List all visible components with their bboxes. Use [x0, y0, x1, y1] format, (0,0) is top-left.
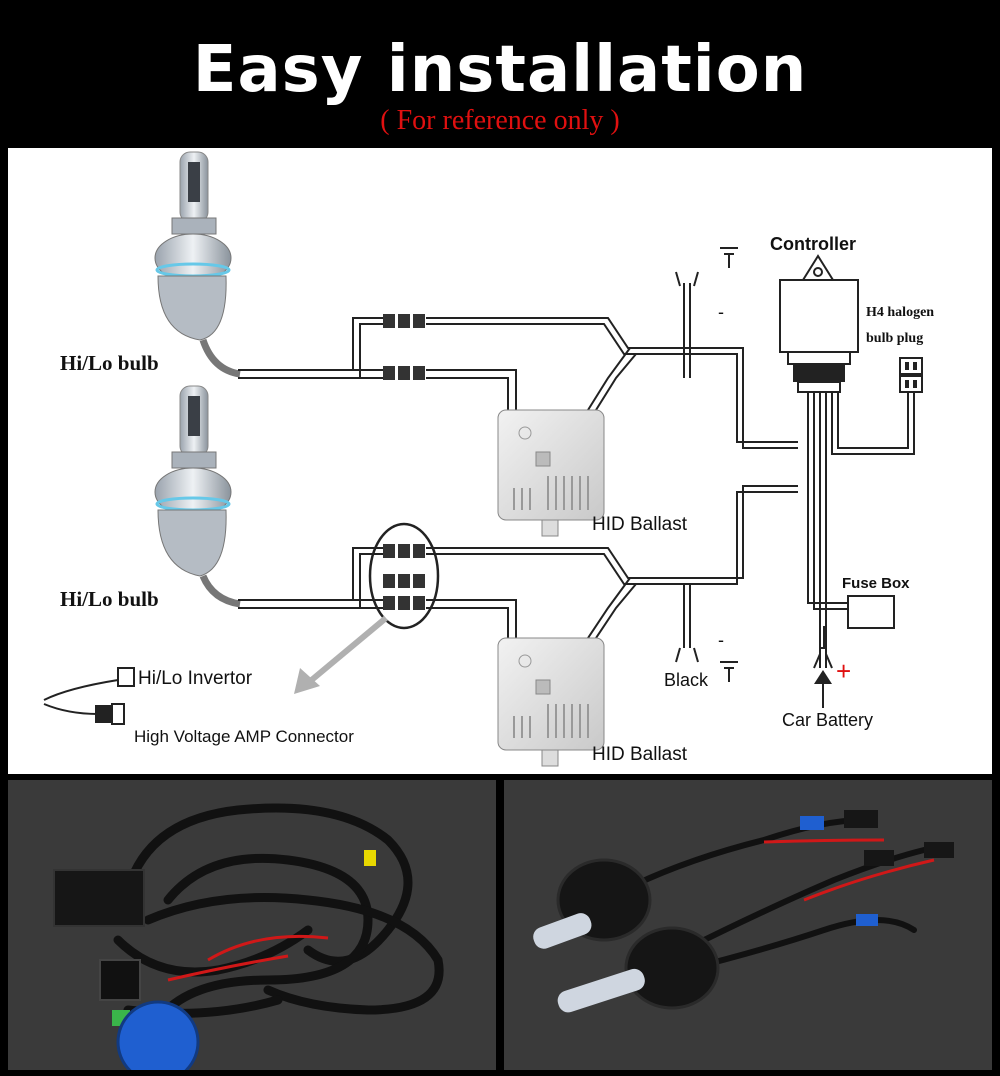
ring-terminal-top-icon — [675, 271, 699, 287]
invertor-harness-icon — [43, 667, 135, 725]
fuse-box-icon — [847, 595, 895, 629]
invertor-highlight-ellipse — [368, 522, 440, 630]
header: Easy installation ( For reference only ) — [0, 0, 1000, 148]
wiring-lines — [238, 283, 915, 668]
hilo-bulb-top-icon — [154, 151, 241, 378]
label-hilo-bulb-bottom: Hi/Lo bulb — [60, 587, 159, 611]
label-black: Black — [664, 670, 709, 690]
ground-symbol-top-icon — [720, 247, 738, 268]
invertor-arrow-icon — [294, 615, 388, 694]
label-hilo-bulb-top: Hi/Lo bulb — [60, 351, 159, 375]
page-subtitle: ( For reference only ) — [380, 105, 620, 136]
harness-photo-svg — [53, 803, 444, 1076]
car-battery-terminal-icon — [813, 653, 833, 708]
label-hid-ballast-top: HID Ballast — [592, 514, 688, 535]
product-photo-harness — [8, 780, 496, 1076]
wire-connectors — [383, 314, 425, 610]
product-photo-bulbs — [504, 780, 992, 1070]
wiring-diagram: Hi/Lo bulb Hi/Lo bulb HID Ballast HID Ba… — [8, 148, 992, 774]
label-plus: + — [836, 656, 851, 686]
label-controller: Controller — [770, 234, 856, 254]
hid-ballast-bottom-icon — [497, 637, 605, 767]
label-h4-line2: bulb plug — [866, 331, 923, 346]
bulbs-photo-svg — [533, 810, 954, 1013]
label-hid-ballast-bottom: HID Ballast — [592, 744, 688, 765]
hilo-bulb-bottom-icon — [154, 385, 241, 608]
label-car-battery: Car Battery — [782, 710, 873, 730]
label-hilo-invertor: Hi/Lo Invertor — [138, 668, 253, 689]
wiring-diagram-svg: Hi/Lo bulb Hi/Lo bulb HID Ballast HID Ba… — [43, 151, 934, 767]
label-fuse-box: Fuse Box — [842, 575, 910, 592]
h4-plug-icon — [899, 357, 923, 393]
ring-terminal-bottom-icon — [675, 647, 699, 663]
controller-relay-icon — [779, 254, 859, 393]
label-h4-line1: H4 halogen — [866, 305, 934, 320]
label-minus-bottom: - — [718, 630, 724, 650]
page-title: Easy installation — [192, 33, 808, 107]
hid-ballast-top-icon — [497, 409, 605, 537]
label-minus-top: - — [718, 302, 724, 322]
ground-symbol-bottom-icon — [720, 661, 738, 682]
label-hv-amp-connector: High Voltage AMP Connector — [134, 727, 354, 746]
